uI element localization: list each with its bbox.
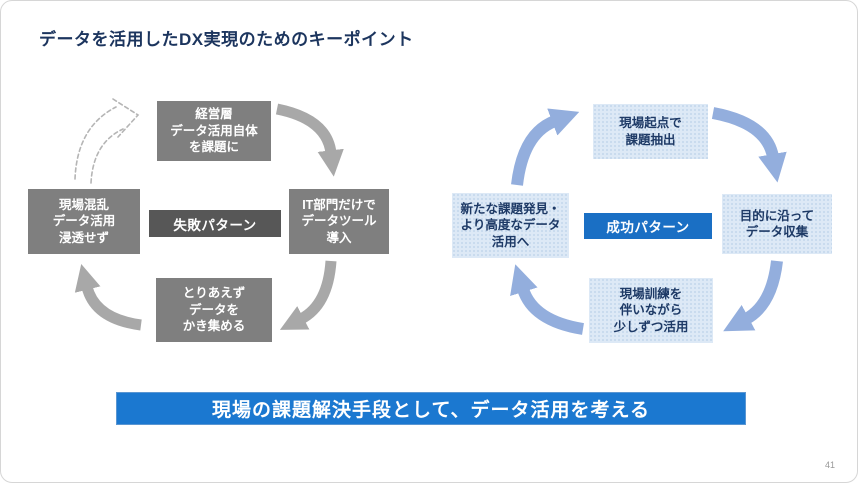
arrow-right-to-bottom bbox=[723, 260, 783, 332]
failure-step-right: IT部門だけで データツール 導入 bbox=[289, 189, 389, 254]
arrow-bottom-to-left bbox=[510, 264, 585, 335]
arrow-top-to-right bbox=[711, 107, 787, 183]
page-number: 41 bbox=[824, 460, 835, 470]
failure-step-left: 現場混乱 データ活用 浸透せず bbox=[28, 189, 140, 254]
success-step-right: 目的に沿って データ収集 bbox=[722, 194, 832, 254]
arrow-top-to-right bbox=[275, 103, 344, 177]
failure-center-label: 失敗パターン bbox=[149, 210, 281, 237]
success-step-left: 新たな課題発見・ より高度なデータ 活用へ bbox=[452, 193, 569, 258]
arrow-right-to-bottom bbox=[279, 260, 337, 330]
page-title: データを活用したDX実現のためのキーポイント bbox=[39, 30, 414, 49]
key-message-text: 現場の課題解決手段として、データ活用を考える bbox=[212, 400, 650, 421]
failure-step-bottom: とりあえず データを かき集める bbox=[156, 278, 272, 342]
key-message-banner: 現場の課題解決手段として、データ活用を考える bbox=[116, 392, 746, 425]
success-step-top: 現場起点で 課題抽出 bbox=[593, 104, 708, 159]
arrow-bottom-to-left bbox=[74, 263, 142, 331]
success-step-bottom: 現場訓練を 伴いながら 少しずつ活用 bbox=[589, 278, 713, 343]
dashed-return-arrow bbox=[74, 98, 140, 184]
failure-step-top: 経営層 データ活用自体 を課題に bbox=[157, 101, 271, 161]
arrow-left-to-top bbox=[511, 108, 580, 186]
success-center-label: 成功パターン bbox=[584, 213, 712, 239]
